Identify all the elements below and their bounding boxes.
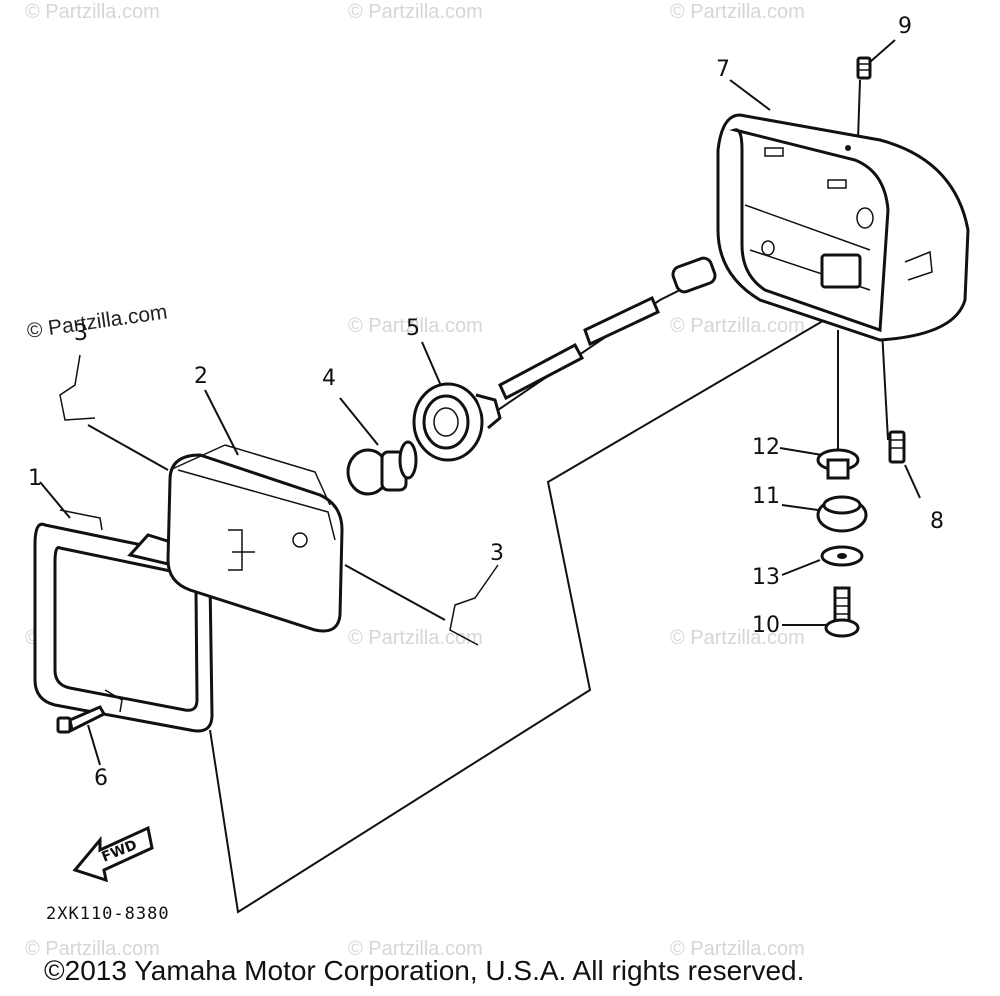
leader-line <box>87 724 101 766</box>
copyright-text: ©2013 Yamaha Motor Corporation, U.S.A. A… <box>44 955 804 986</box>
leader-line <box>729 79 771 111</box>
rim-screw <box>56 705 107 734</box>
drawing-code: 2XK110-8380 <box>46 904 170 924</box>
bolt <box>824 586 860 638</box>
leader-line <box>857 79 861 141</box>
washer <box>820 545 864 567</box>
callout-13: 13 <box>752 565 780 590</box>
leader-line <box>881 329 889 441</box>
watermark: © Partzilla.com <box>348 938 483 960</box>
callout-3: 3 <box>490 541 504 566</box>
collar <box>816 448 860 480</box>
watermark: © Partzilla.com <box>670 938 805 960</box>
watermark: © Partzilla.com <box>348 1 483 23</box>
callout-6: 6 <box>94 766 108 791</box>
leader-line <box>39 481 71 519</box>
watermark: © Partzilla.com <box>348 627 483 649</box>
spring-clip <box>59 354 96 421</box>
watermark-layer: © Partzilla.com © Partzilla.com © Partzi… <box>25 1 805 960</box>
leader-line <box>869 39 896 63</box>
headlight-unit <box>166 444 344 633</box>
watermark: © Partzilla.com <box>348 315 483 337</box>
watermark: © Partzilla.com <box>25 938 160 960</box>
callout-12: 12 <box>752 435 780 460</box>
callout-7: 7 <box>716 57 730 82</box>
headlight-rim <box>33 509 214 733</box>
callout-4: 4 <box>322 366 336 391</box>
headlight-bulb <box>346 440 418 496</box>
watermark: © Partzilla.com <box>25 1 160 23</box>
leader-line <box>781 504 819 511</box>
leader-line <box>781 559 821 576</box>
grommet <box>816 495 868 533</box>
watermark: © Partzilla.com <box>670 627 805 649</box>
watermark: © Partzilla.com <box>670 1 805 23</box>
callout-5: 5 <box>406 316 420 341</box>
leader-line <box>904 464 921 499</box>
callout-8: 8 <box>930 509 944 534</box>
leader-line <box>344 564 446 621</box>
callout-11: 11 <box>752 484 780 509</box>
callout-9: 9 <box>898 14 912 39</box>
callout-2: 2 <box>194 364 208 389</box>
callout-10: 10 <box>752 613 780 638</box>
watermark: © Partzilla.com <box>670 315 805 337</box>
housing-screw <box>856 56 872 80</box>
headlight-housing <box>716 113 970 342</box>
callout-3: 3 <box>74 321 88 346</box>
leader-line <box>87 424 169 471</box>
bulb-socket <box>412 256 717 462</box>
leader-line <box>779 447 823 456</box>
callout-1: 1 <box>28 466 42 491</box>
mount-screw <box>888 430 906 464</box>
callout-layer: 1 2 3 3 4 5 6 7 8 9 10 11 12 13 <box>28 14 944 791</box>
leader-line <box>204 389 239 456</box>
fwd-arrow-icon: FWD <box>72 825 154 883</box>
assembly-leader-line <box>209 297 863 914</box>
partzilla-mark: © Partzilla.com <box>25 300 168 342</box>
leader-line <box>339 397 379 446</box>
spring-clip <box>449 564 499 646</box>
